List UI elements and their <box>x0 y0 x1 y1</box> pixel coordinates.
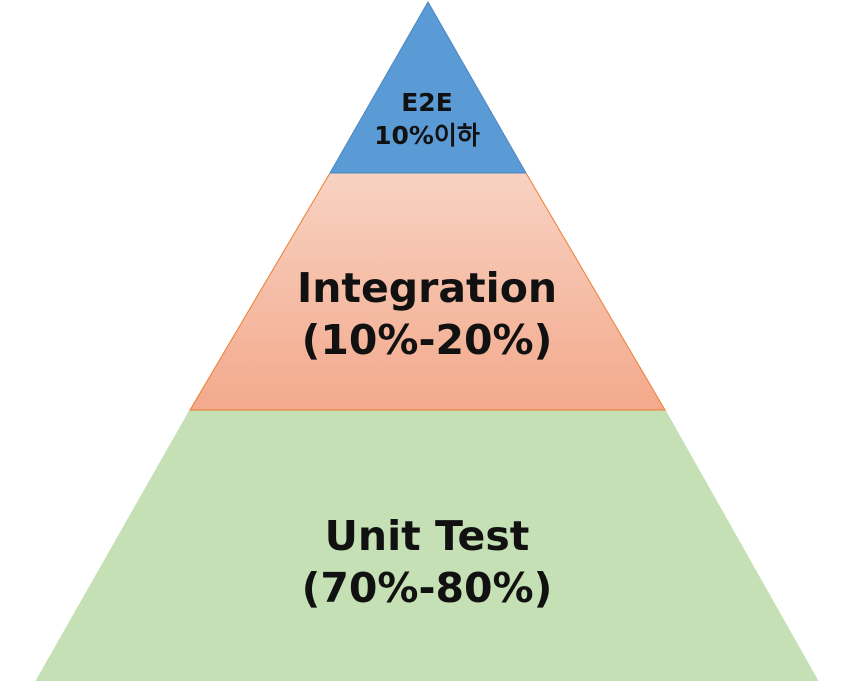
integration-percentage: (10%-20%) <box>301 316 553 364</box>
unit-test-percentage: (70%-80%) <box>301 564 553 612</box>
e2e-percentage: 10%이하 <box>374 121 480 150</box>
e2e-label: E2E 10%이하 <box>0 86 854 152</box>
e2e-title: E2E <box>401 88 453 117</box>
unit-test-title: Unit Test <box>324 512 530 560</box>
integration-label: Integration (10%-20%) <box>0 262 854 366</box>
e2e-tier <box>329 0 527 174</box>
unit-test-label: Unit Test (70%-80%) <box>0 510 854 614</box>
integration-title: Integration <box>296 264 558 312</box>
